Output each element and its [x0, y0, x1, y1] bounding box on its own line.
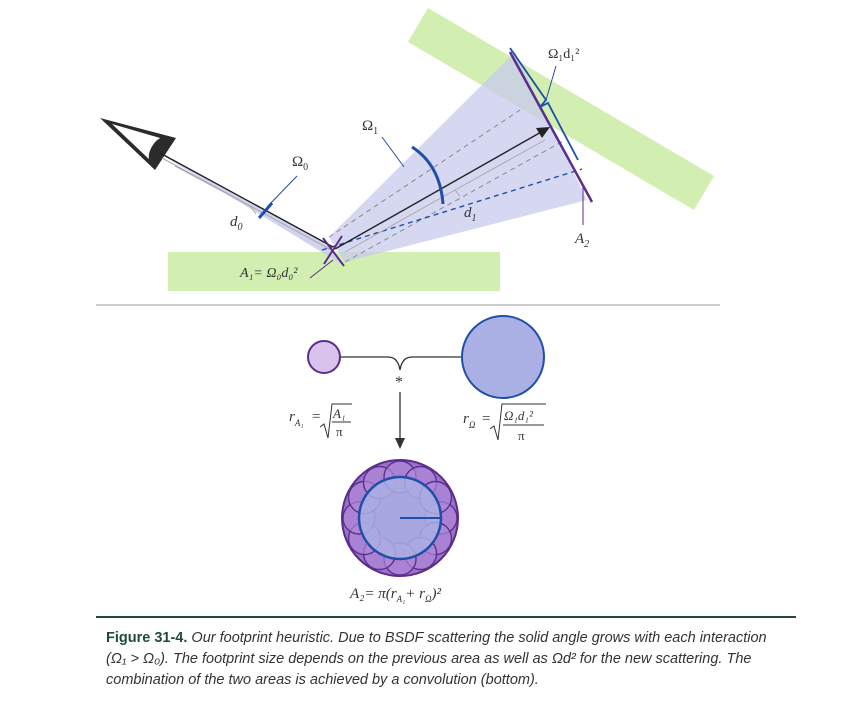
r-a1-lhs: rA₁: [289, 409, 303, 428]
a2-formula: A₂= π(rA₁+ rΩ)²: [349, 586, 441, 604]
d0-label: d0: [230, 214, 243, 233]
r-omega-sqrt: [489, 403, 546, 441]
r-a1-equals: =: [312, 409, 320, 425]
figure-caption: Figure 31-4. Our footprint heuristic. Du…: [106, 628, 786, 691]
caption-label: Figure 31-4.: [106, 630, 188, 646]
convolution-brace: [341, 356, 461, 371]
r-a1-sqrt: [319, 403, 352, 439]
reflected-ray: [334, 130, 544, 250]
r-omega-denominator: π: [518, 428, 525, 443]
r-a1-denominator: π: [336, 424, 343, 439]
omega1-arc: [411, 145, 445, 205]
a1-leader: [309, 259, 334, 279]
omega1d1-bracket: [509, 47, 579, 161]
r-omega-lhs: rΩ: [463, 411, 476, 430]
dashed-line-lower: [344, 139, 566, 263]
a1-equation-label: A₁= Ω₀d₀²: [239, 266, 298, 281]
convolution-symbol: *: [395, 374, 403, 391]
cone-omega0: [155, 150, 343, 265]
cone-omega1: [329, 52, 587, 262]
omega1-label: Ω1: [362, 118, 378, 137]
footprint-a1-stroke-1: [322, 237, 345, 267]
caption-rule: [96, 616, 796, 618]
dashed-line-upper: [328, 109, 521, 238]
convolution-arrowhead: [395, 438, 405, 449]
combined-footprint: [341, 459, 459, 577]
r-omega-equals: =: [482, 411, 490, 427]
omega1d1-leader: [545, 65, 557, 101]
r-omega-numerator: Ω₁d₁²: [504, 408, 534, 423]
caption-text: Our footprint heuristic. Due to BSDF sca…: [106, 630, 767, 688]
a2-label: A2: [574, 231, 589, 250]
omega1d1sq-label: Ω₁d₁²: [548, 47, 579, 62]
reflected-ray-arrowhead: [536, 127, 550, 138]
footprint-dashed-line: [321, 168, 583, 251]
r-a1-numerator: A₁: [332, 406, 345, 421]
footprint-a1-stroke-2: [323, 235, 343, 265]
large-footprint-circle: [461, 315, 545, 399]
tilted-surface: [408, 8, 714, 210]
small-footprint-circle: [307, 340, 341, 374]
d1-brace: [344, 139, 546, 253]
d0-brace: [174, 165, 257, 215]
footprint-a2-segment: [508, 51, 594, 203]
omega0-label: Ω0: [292, 154, 308, 173]
eye-icon: [100, 118, 176, 170]
omega0-arc: [257, 202, 274, 219]
omega1-leader: [381, 136, 405, 168]
eye-ray: [159, 152, 334, 248]
omega0-leader: [267, 175, 298, 207]
d1-label: d1: [464, 205, 477, 224]
